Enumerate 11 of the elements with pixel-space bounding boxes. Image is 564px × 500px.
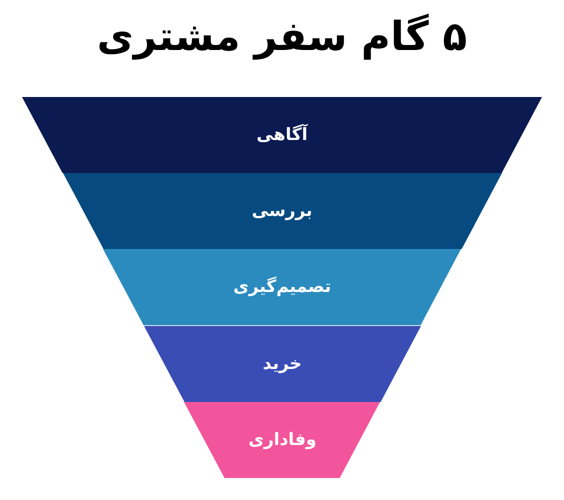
stage-label: آگاهی (256, 125, 308, 146)
stage-label: وفاداری (248, 430, 316, 450)
funnel-band (22, 97, 542, 174)
stage-label: تصمیم‌گیری (233, 277, 332, 298)
funnel-band (184, 402, 380, 478)
funnel-band (62, 173, 502, 250)
stage-label: بررسی (252, 201, 312, 222)
funnel-band (144, 326, 421, 402)
title: ۵ گام سفر مشتری (96, 14, 468, 60)
funnel-band (103, 249, 462, 326)
stage-label: خرید (262, 354, 302, 374)
